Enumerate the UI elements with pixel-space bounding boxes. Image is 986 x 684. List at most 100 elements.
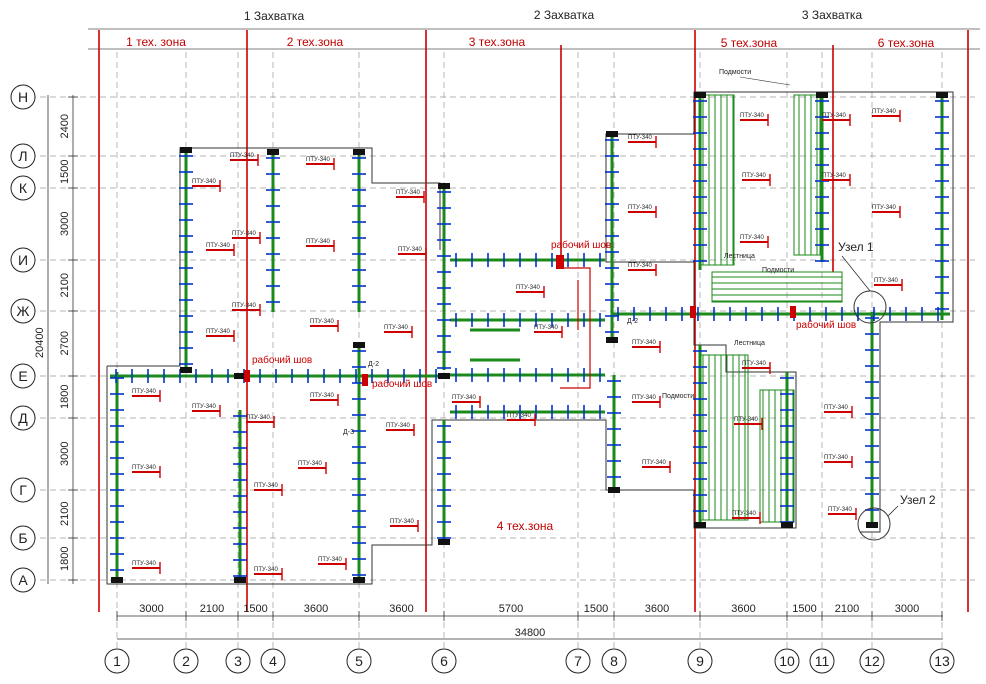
ptu-text: ПТУ-340 xyxy=(516,285,540,291)
node-label: Узел 1 xyxy=(838,240,874,254)
ptu-text: ПТУ-340 xyxy=(742,361,766,367)
working-seams: рабочий шов рабочий шов рабочий шов рабо… xyxy=(244,239,856,390)
row-axis-marker: Н xyxy=(10,84,36,110)
column-dimension: 3600 xyxy=(645,603,669,615)
row-axis-marker: Д xyxy=(10,405,36,431)
ptu-label: ПТУ-340 xyxy=(384,325,413,338)
column-axis-marker: 10 xyxy=(774,648,800,674)
ptu-text: ПТУ-340 xyxy=(246,415,270,421)
ptu-text: ПТУ-340 xyxy=(632,340,656,346)
row-axis-label: К xyxy=(19,180,28,196)
row-axis-label: Е xyxy=(18,368,27,384)
column-dimension: 3600 xyxy=(731,603,755,615)
row-axis-marker: И xyxy=(10,247,36,273)
ptu-label: ПТУ-340 xyxy=(740,113,769,126)
ptu-text: ПТУ-340 xyxy=(384,325,408,331)
ptu-label: ПТУ-340 xyxy=(206,243,235,256)
ptu-label: ПТУ-340 xyxy=(310,319,339,332)
corner-clamp xyxy=(353,342,365,348)
ptu-label: ПТУ-340 xyxy=(874,278,903,291)
scaffold-label: Подмости xyxy=(762,267,794,274)
working-seam-label: рабочий шов xyxy=(252,354,312,366)
column-dimension: 3000 xyxy=(139,603,163,615)
working-seam-label: рабочий шов xyxy=(372,378,432,390)
corner-clamp xyxy=(608,487,620,493)
column-axis-label: 1 xyxy=(113,653,121,669)
ptu-label: ПТУ-340 xyxy=(254,567,283,580)
row-dimension: 3000 xyxy=(59,442,71,466)
scaffold-label: Подмости xyxy=(719,69,751,76)
column-axis-marker: 9 xyxy=(687,648,713,674)
tech-zone-label: 5 тех.зона xyxy=(721,36,778,50)
ptu-label: ПТУ-340 xyxy=(232,303,261,316)
d2-label: Д-2 xyxy=(627,318,638,325)
zakhvatka-label: 3 Захватка xyxy=(802,8,863,22)
column-axis-marker: 12 xyxy=(859,648,885,674)
ptu-label: ПТУ-340 xyxy=(306,157,335,170)
ptu-text: ПТУ-340 xyxy=(192,179,216,185)
column-axis-marker: 8 xyxy=(601,648,627,674)
column-axis-marker: 2 xyxy=(173,648,199,674)
corner-clamp xyxy=(234,577,246,583)
red-reinforcement xyxy=(560,267,591,389)
column-axis-label: 13 xyxy=(934,653,950,669)
row-dimension: 2700 xyxy=(59,331,71,355)
corner-clamp xyxy=(606,337,618,343)
row-axis-label: И xyxy=(18,252,28,268)
tech-zone-label: 3 тех.зона xyxy=(469,35,526,49)
ptu-label: ПТУ-340 xyxy=(872,109,901,122)
row-dimension: 2400 xyxy=(59,114,71,138)
tech-zone-label: 4 тех.зона xyxy=(497,519,554,533)
corner-clamp xyxy=(180,367,192,373)
ptu-text: ПТУ-340 xyxy=(232,231,256,237)
node-label: Узел 2 xyxy=(900,493,936,507)
row-axis-label: Д xyxy=(18,410,28,426)
column-axis-marker: 5 xyxy=(346,648,372,674)
ptu-label: ПТУ-340 xyxy=(742,361,771,374)
ptu-label: ПТУ-340 xyxy=(822,173,851,186)
wall-formwork xyxy=(110,95,950,580)
ptu-label: ПТУ-340 xyxy=(298,461,327,474)
ptu-text: ПТУ-340 xyxy=(628,135,652,141)
ptu-label: ПТУ-340 xyxy=(452,395,481,408)
zone-boundaries xyxy=(98,30,969,612)
ptu-text: ПТУ-340 xyxy=(822,113,846,119)
row-axis-marker: Е xyxy=(10,363,36,389)
column-axis-label: 11 xyxy=(815,653,830,669)
tech-zone-label: 1 тех. зона xyxy=(126,35,186,49)
ptu-text: ПТУ-340 xyxy=(192,404,216,410)
ptu-text: ПТУ-340 xyxy=(254,483,278,489)
ptu-text: ПТУ-340 xyxy=(230,153,254,159)
ptu-label: ПТУ-340 xyxy=(306,239,335,252)
row-axis-label: Н xyxy=(18,89,28,105)
row-axis-marker: Л xyxy=(10,143,36,169)
ptu-label: ПТУ-340 xyxy=(516,285,545,298)
ptu-text: ПТУ-340 xyxy=(642,460,666,466)
stair-label: Лестница xyxy=(734,340,765,347)
ptu-label: ПТУ-340 xyxy=(230,153,259,166)
column-axis-label: 10 xyxy=(779,653,795,669)
zakhvatka-labels: 1 Захватка 2 Захватка 3 Захватка xyxy=(244,8,863,23)
row-axis-label: Л xyxy=(18,148,27,164)
column-dimension: 1500 xyxy=(792,603,816,615)
ptu-text: ПТУ-340 xyxy=(398,247,422,253)
ptu-label: ПТУ-340 xyxy=(232,231,261,244)
ptu-text: ПТУ-340 xyxy=(206,329,230,335)
corner-clamp xyxy=(606,131,618,137)
ptu-label: ПТУ-340 xyxy=(132,465,161,478)
total-height-label: 20400 xyxy=(34,327,46,358)
corner-clamp xyxy=(267,149,279,155)
ptu-text: ПТУ-340 xyxy=(734,417,758,423)
ptu-label: ПТУ-340 xyxy=(824,455,853,468)
ptu-text: ПТУ-340 xyxy=(824,455,848,461)
column-dimension: 2100 xyxy=(200,603,224,615)
ptu-label: ПТУ-340 xyxy=(132,389,161,402)
ptu-label: ПТУ-340 xyxy=(206,329,235,342)
ptu-text: ПТУ-340 xyxy=(232,303,256,309)
ptu-text: ПТУ-340 xyxy=(740,235,764,241)
column-dimension: 1500 xyxy=(584,603,608,615)
ptu-label: ПТУ-340 xyxy=(390,519,419,532)
d3-label: Д-3 xyxy=(343,429,354,436)
column-dimension: 3600 xyxy=(304,603,328,615)
